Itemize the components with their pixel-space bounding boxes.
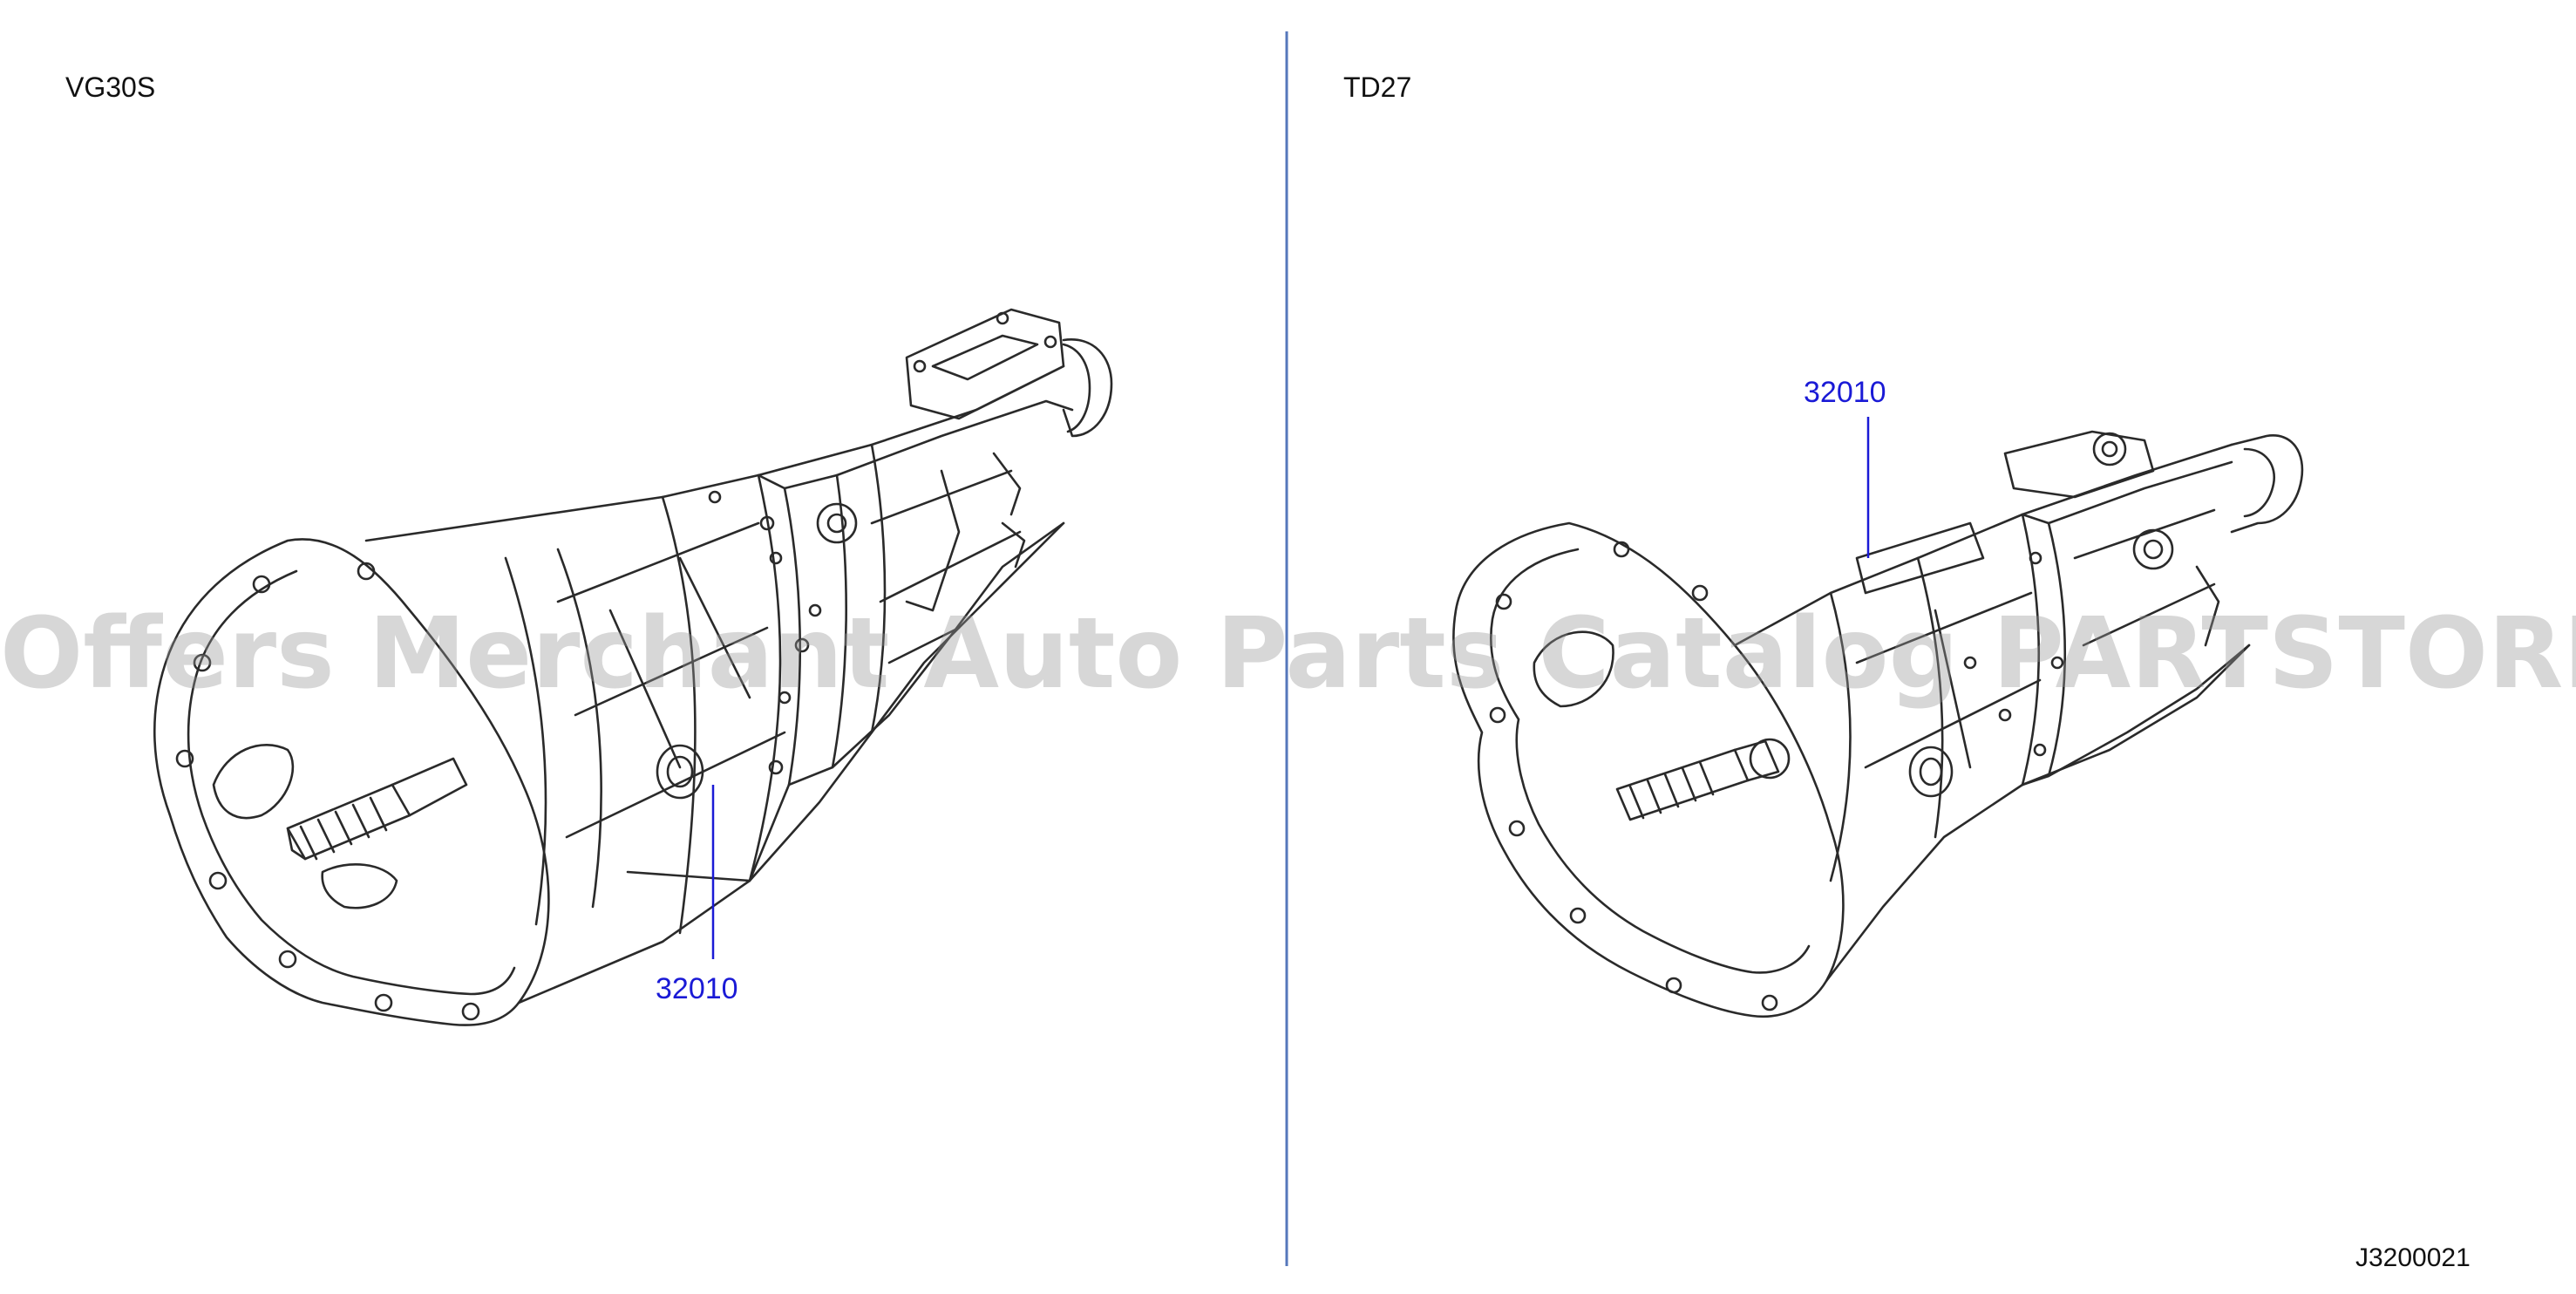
right-transmission-illustration	[1452, 430, 2304, 1018]
part-number-callout-left[interactable]: 32010	[656, 972, 738, 1005]
part-number-callout-right[interactable]: 32010	[1804, 376, 1886, 409]
diagram-reference-code: J3200021	[2355, 1243, 2471, 1272]
engine-label-left: VG30S	[65, 72, 156, 103]
engine-label-right: TD27	[1343, 72, 1412, 103]
left-transmission-illustration	[153, 308, 1113, 1026]
